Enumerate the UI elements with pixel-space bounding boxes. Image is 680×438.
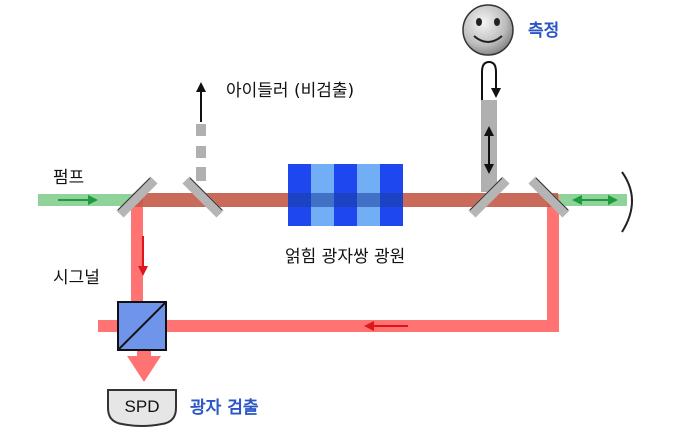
beam-splitter-icon [117,301,167,351]
loop-direction-arrow [364,321,408,331]
measurement-loop-arrow [481,60,497,100]
pump-return-arrow [572,195,618,205]
detection-label: 광자 검출 [190,398,259,418]
pump-label: 펌프 [53,168,84,188]
signal-direction-arrow [138,236,148,276]
concave-mirror-icon [621,171,633,233]
pump-direction-arrow [58,195,98,205]
detector-icon [107,389,177,427]
signal-label: 시그널 [53,268,100,288]
idler-beam [196,124,206,181]
measure-label: 측정 [528,21,559,41]
measurement-double-arrow [484,126,494,174]
signal-beam [98,195,559,382]
smiley-face-icon [462,4,514,56]
source-label: 얽힘 광자쌍 광원 [285,247,405,267]
measurement-loop-arrowhead [491,88,501,98]
entangled-photon-source [288,164,403,226]
spd-label: SPD [125,397,160,416]
idler-label: 아이들러 (비검출) [226,81,354,101]
idler-arrow [196,82,206,122]
mirrors [116,176,570,218]
